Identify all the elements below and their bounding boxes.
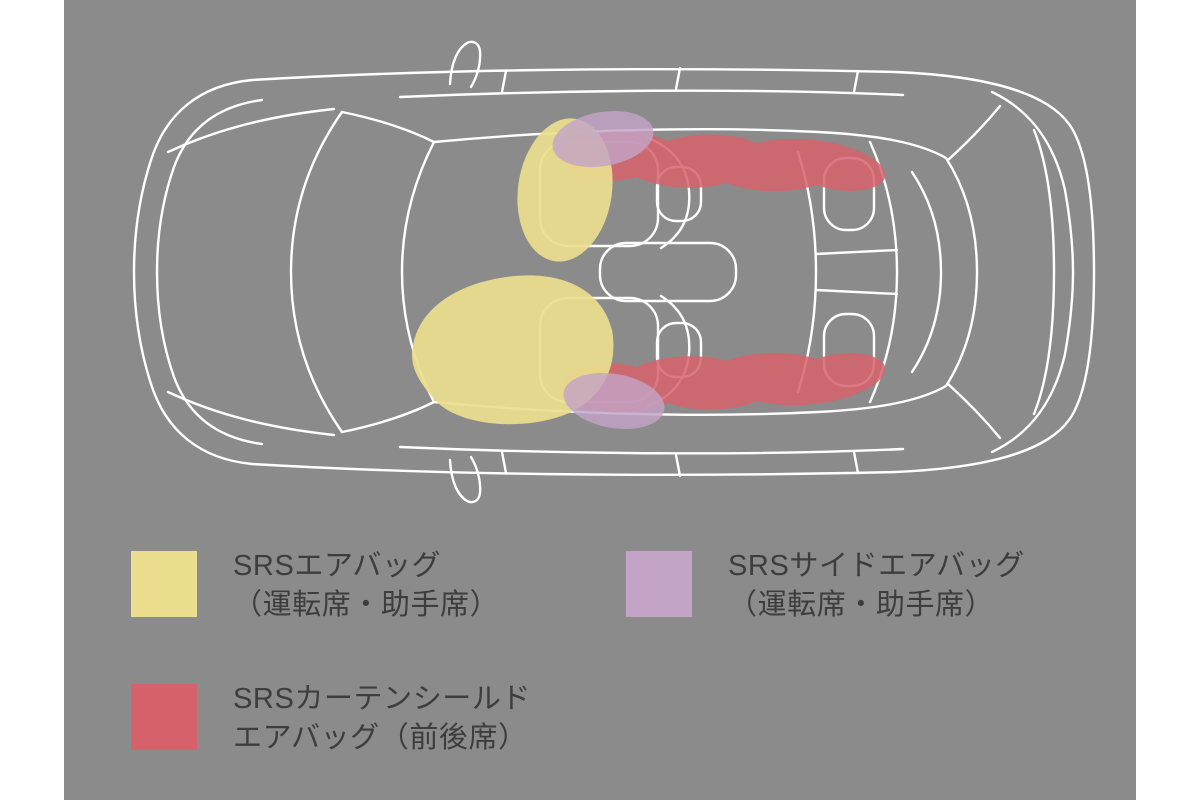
curtain-airbag-swatch xyxy=(131,684,197,750)
legend-label-line: SRSエアバッグ xyxy=(233,550,442,582)
center-console xyxy=(598,241,738,303)
legend-text-front-airbag: SRSエアバッグ （運転席・助手席） xyxy=(233,547,499,625)
legend-label-line: （運転席・助手席） xyxy=(728,589,995,621)
airbag-zones xyxy=(411,110,885,430)
legend-label-line: SRSカーテンシールド xyxy=(233,683,532,715)
windshield-cowl-arc xyxy=(289,110,344,434)
door-seams-top xyxy=(500,66,860,94)
car-body-outline xyxy=(132,67,1096,477)
c-pillar-top xyxy=(946,104,1002,162)
c-pillar-bottom xyxy=(946,382,1002,440)
rear-hatch-line-outer xyxy=(990,90,1075,454)
legend-item-curtain-airbag: SRSカーテンシールド エアバッグ（前後席） xyxy=(131,683,531,758)
legend-label-line: SRSサイドエアバッグ xyxy=(728,550,1025,582)
curtain-airbag-swatch-rect xyxy=(131,684,197,750)
side-mirror-top xyxy=(448,40,482,89)
legend-label-line: エアバッグ（前後席） xyxy=(233,722,528,754)
legend-text-curtain-airbag: SRSカーテンシールド エアバッグ（前後席） xyxy=(233,680,531,758)
passenger-front-airbag xyxy=(411,275,614,425)
rear-window-inner-arc xyxy=(910,170,943,374)
front-bumper-inner-line xyxy=(155,98,264,446)
legend-label-line: （運転席・助手席） xyxy=(233,589,500,621)
sill-line-bottom xyxy=(398,445,905,455)
rear-armrest-lines xyxy=(814,248,899,296)
front-airbag-swatch xyxy=(131,551,197,617)
a-pillar-top xyxy=(340,110,436,144)
legend-item-side-airbag: SRSサイドエアバッグ （運転席・助手席） xyxy=(626,550,1025,625)
legend-item-front-airbag: SRSエアバッグ （運転席・助手席） xyxy=(131,550,499,625)
side-mirror-bottom xyxy=(448,455,482,504)
rear-hatch-line-inner xyxy=(1032,128,1056,416)
front-airbag-swatch-rect xyxy=(131,551,197,617)
door-seams-bottom xyxy=(500,450,860,478)
hood-crease-bottom xyxy=(166,390,336,437)
hood-crease-top xyxy=(166,107,336,154)
legend-text-side-airbag: SRSサイドエアバッグ （運転席・助手席） xyxy=(728,547,1025,625)
a-pillar-bottom xyxy=(340,400,436,434)
side-airbag-right xyxy=(563,372,665,430)
sill-line-top xyxy=(398,89,905,99)
side-airbag-swatch-rect xyxy=(626,551,692,617)
side-airbag-left xyxy=(552,110,654,168)
side-airbag-swatch xyxy=(626,551,692,617)
